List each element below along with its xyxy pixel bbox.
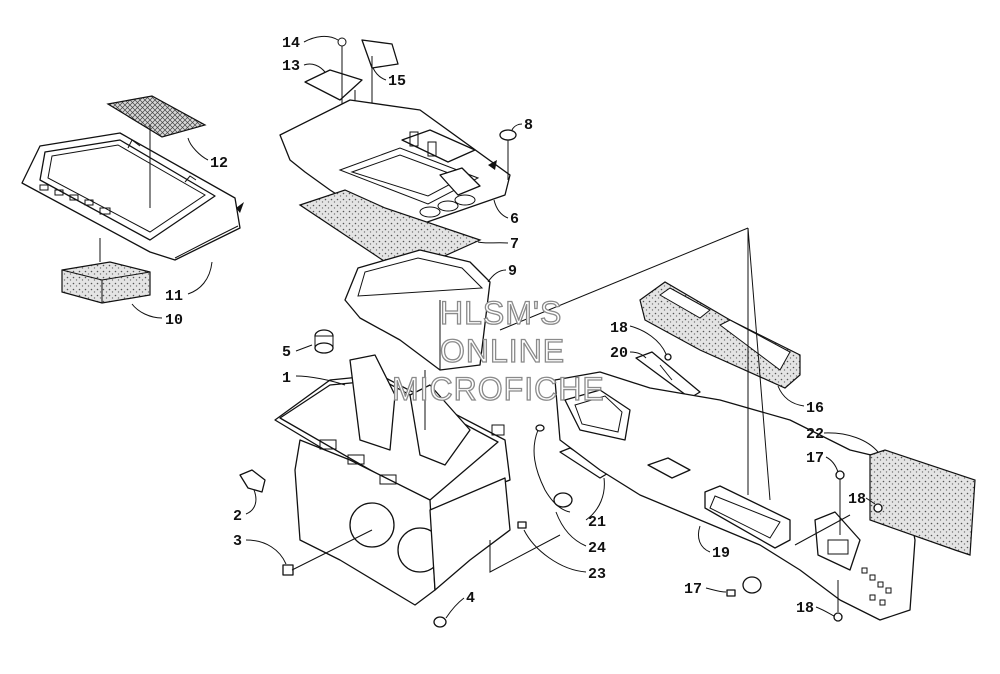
- callout-17-bottom: 17: [684, 581, 702, 598]
- callout-3: 3: [233, 533, 242, 550]
- part-2-latch: [239, 469, 266, 493]
- callout-6: 6: [510, 211, 519, 228]
- part-20-handle: [635, 351, 701, 399]
- part-12-screen: [106, 95, 207, 138]
- callout-14: 14: [282, 35, 300, 52]
- callout-12: 12: [210, 155, 228, 172]
- part-19-console: [554, 371, 916, 621]
- callout-18-top: 18: [610, 320, 628, 337]
- callout-15: 15: [388, 73, 406, 90]
- callout-21: 21: [588, 514, 606, 531]
- callout-11: 11: [165, 288, 183, 305]
- callout-9: 9: [508, 263, 517, 280]
- callout-22: 22: [806, 426, 824, 443]
- part-9-lid: [344, 249, 491, 371]
- part-17-18-fasteners: [664, 353, 883, 622]
- part-6-tray: [279, 99, 511, 229]
- watermark-line-3: MICROFICHE: [392, 371, 605, 407]
- callout-8: 8: [524, 117, 533, 134]
- part-10-foam-pad: [61, 261, 151, 304]
- callout-18-bottom: 18: [796, 600, 814, 617]
- part-5-knob: [314, 329, 334, 354]
- callout-13: 13: [282, 58, 300, 75]
- callout-4: 4: [466, 590, 475, 607]
- part-22-foam: [869, 449, 976, 556]
- part-24-cable: [517, 424, 573, 529]
- callout-7: 7: [510, 236, 519, 253]
- callout-23: 23: [588, 566, 606, 583]
- callout-20: 20: [610, 345, 628, 362]
- watermark-line-1: HLSM'S: [440, 295, 562, 331]
- callout-1: 1: [282, 370, 291, 387]
- callout-5: 5: [282, 344, 291, 361]
- watermark: HLSM'S ONLINE MICROFICHE: [391, 294, 605, 407]
- part-3-screw: [282, 529, 373, 576]
- callout-19: 19: [712, 545, 730, 562]
- callout-17-top: 17: [806, 450, 824, 467]
- callout-16: 16: [806, 400, 824, 417]
- part-4-nut: [433, 616, 447, 628]
- callout-18-mid: 18: [848, 491, 866, 508]
- part-16-console-mat: [639, 281, 801, 389]
- callout-24: 24: [588, 540, 606, 557]
- part-8-rivet: [499, 129, 517, 180]
- callouts: 14 13 15 8 12 6 7 9 11 10 5 1 18 20 16 2…: [131, 35, 879, 619]
- part-11-gauge-panel: [21, 132, 244, 261]
- watermark-line-2: ONLINE: [440, 333, 565, 369]
- callout-10: 10: [165, 312, 183, 329]
- part-1-storage-box: [274, 354, 511, 606]
- callout-2: 2: [233, 508, 242, 525]
